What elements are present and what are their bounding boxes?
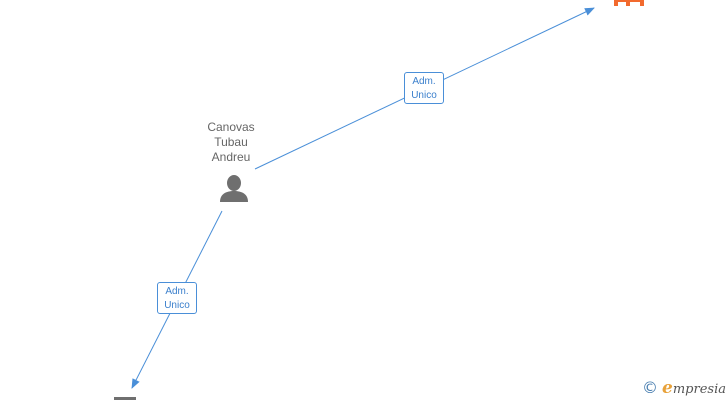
role-badge-line-2: Unico <box>411 90 437 101</box>
role-badge-line-2: Unico <box>164 300 190 311</box>
role-badge-bottom-company[interactable]: Adm. Unico <box>157 282 197 314</box>
person-silhouette-icon[interactable] <box>220 175 248 202</box>
empresia-logo: empresia <box>662 378 726 398</box>
brand-initial: e <box>662 378 673 398</box>
company-building-icon[interactable] <box>614 0 644 6</box>
empresia-watermark: © empresia <box>642 378 726 398</box>
bottom-company-icon[interactable] <box>114 397 136 400</box>
role-badge-line-1: Adm. <box>412 76 436 87</box>
brand-rest: mpresia <box>672 382 726 397</box>
person-name-label[interactable]: Canovas Tubau Andreu <box>186 120 276 165</box>
person-name-line-2: Tubau <box>214 135 248 149</box>
person-name-line-3: Andreu <box>211 150 251 164</box>
copyright-icon: © <box>642 378 659 397</box>
role-badge-line-1: Adm. <box>165 286 189 297</box>
role-badge-company[interactable]: Adm. Unico <box>404 72 444 104</box>
person-name-line-1: Canovas <box>207 120 255 134</box>
